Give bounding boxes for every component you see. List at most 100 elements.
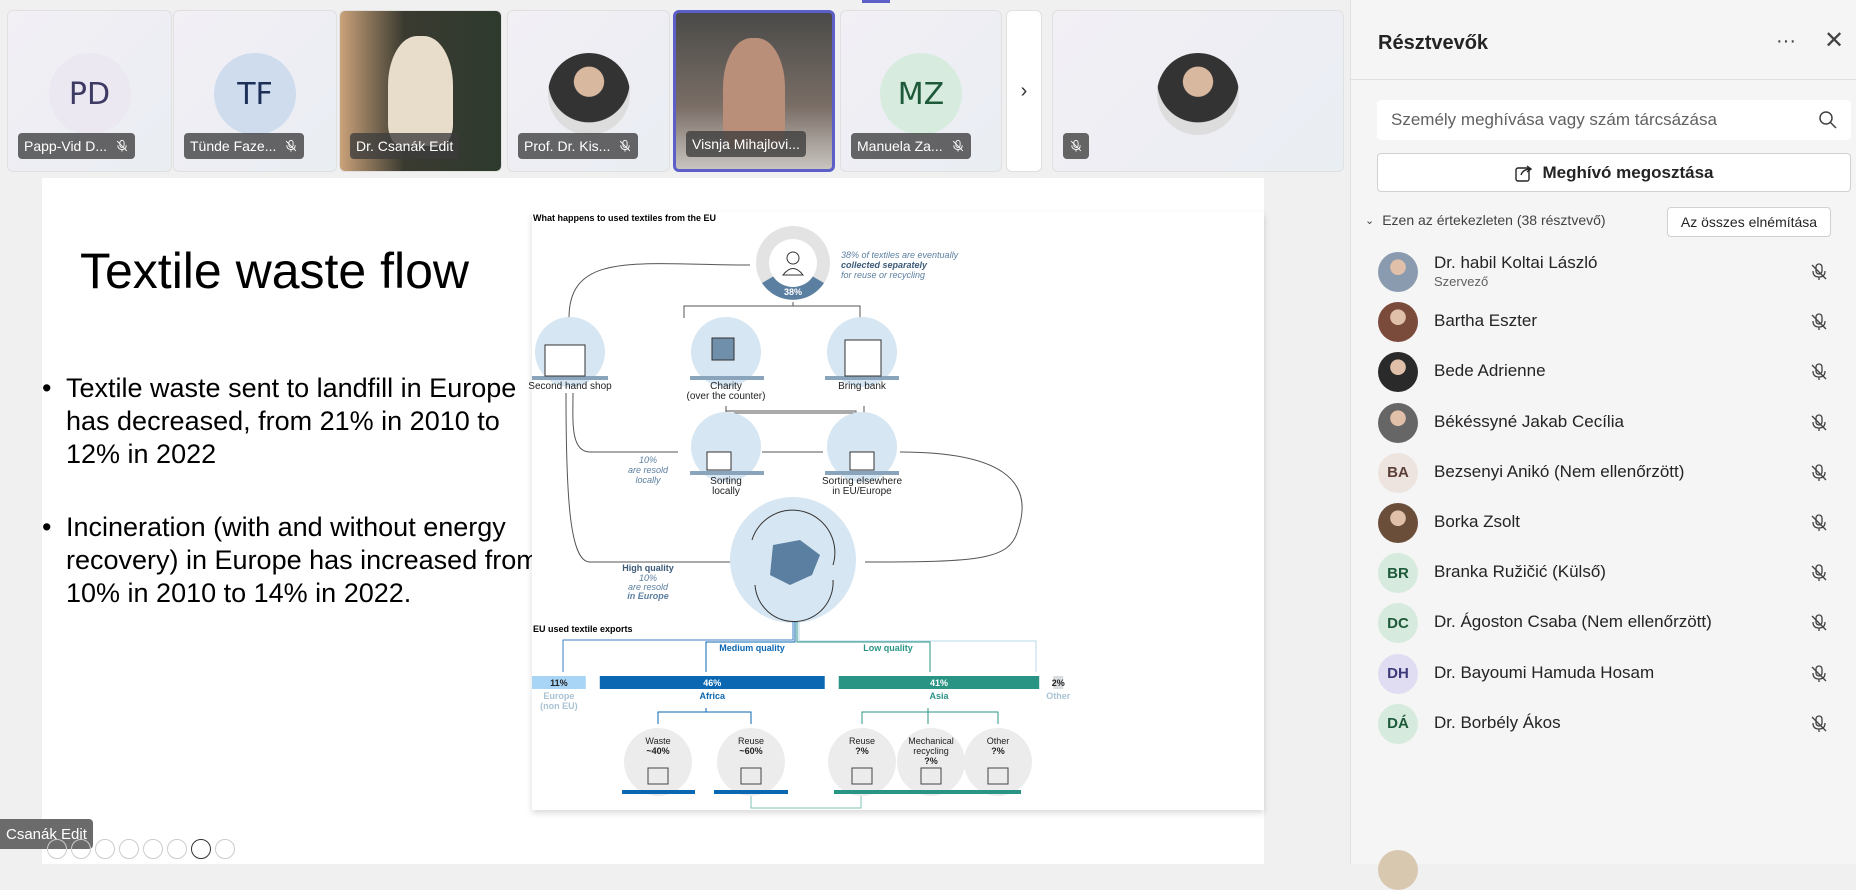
- active-tab-indicator: [862, 0, 890, 3]
- tile-name: Dr. Csanák Edit: [356, 138, 454, 154]
- avatar: BR: [1378, 553, 1418, 594]
- mute-all-button[interactable]: Az összes elnémítása: [1667, 207, 1831, 237]
- divider: [1351, 79, 1856, 80]
- mic-off-icon[interactable]: [1809, 563, 1829, 583]
- participant-name: Dr. Borbély Ákos: [1434, 712, 1561, 732]
- mic-off-icon: [1811, 664, 1827, 682]
- participant-row[interactable]: DÁ Dr. Borbély Ákos: [1351, 699, 1856, 749]
- pointer-icon[interactable]: [71, 839, 91, 859]
- video-tile[interactable]: Dr. Csanák Edit: [339, 10, 502, 172]
- previous-icon[interactable]: [47, 839, 67, 859]
- avatar-photo: [1378, 352, 1418, 393]
- camera-icon[interactable]: [191, 839, 211, 859]
- avatar: DH: [1378, 653, 1418, 694]
- mic-off-icon: [1811, 363, 1827, 381]
- mic-off-icon: [620, 139, 631, 152]
- avatar: BA: [1378, 452, 1418, 493]
- avatar: DC: [1378, 603, 1418, 644]
- participant-row[interactable]: BA Bezsenyi Anikó (Nem ellenőrzött): [1351, 448, 1856, 498]
- video-tile[interactable]: Prof. Dr. Kis...: [507, 10, 670, 172]
- participant-name: Bezsenyi Anikó (Nem ellenőrzött): [1434, 461, 1685, 481]
- video-tile[interactable]: PD Papp-Vid D...: [7, 10, 172, 172]
- video-tile[interactable]: Visnja Mihajlovi...: [673, 10, 835, 172]
- video-tile[interactable]: TF Tünde Faze...: [173, 10, 337, 172]
- avatar: [1378, 850, 1418, 890]
- video-tile[interactable]: MZ Manuela Za...: [840, 10, 1002, 172]
- invite-search-input[interactable]: Személy meghívása vagy szám tárcsázása: [1377, 100, 1851, 140]
- avatar: DÁ: [1378, 703, 1418, 744]
- avatar-photo: [1378, 402, 1418, 443]
- layout-icon[interactable]: [119, 839, 139, 859]
- mic-off-icon: [1811, 614, 1827, 632]
- mic-off-icon: [952, 139, 963, 152]
- mic-off-icon[interactable]: [1809, 664, 1829, 684]
- avatar-photo: [1157, 53, 1239, 135]
- tile-name: Manuela Za...: [857, 138, 943, 154]
- name-badge: Manuela Za...: [851, 133, 971, 159]
- chevron-down-icon: ⌄: [1365, 214, 1375, 227]
- name-badge: Papp-Vid D...: [18, 133, 136, 159]
- search-placeholder: Személy meghívása vagy szám tárcsázása: [1391, 110, 1717, 129]
- participant-row[interactable]: DC Dr. Ágoston Csaba (Nem ellenőrzött): [1351, 598, 1856, 648]
- avatar: TF: [214, 53, 296, 135]
- chevron-right-icon[interactable]: ›: [1006, 10, 1042, 172]
- participant-row[interactable]: Bartha Eszter: [1351, 297, 1856, 347]
- participant-video: [388, 36, 453, 146]
- mic-off-icon: [1811, 715, 1827, 732]
- mic-off-icon[interactable]: [1809, 714, 1829, 734]
- participant-name: Békéssyné Jakab Cecília: [1434, 411, 1624, 431]
- avatar-photo: [1378, 252, 1418, 292]
- participant-row[interactable]: Borka Zsolt: [1351, 498, 1856, 548]
- meeting-section-toggle[interactable]: ⌄Ezen az értekezleten (38 résztvevő): [1365, 212, 1606, 228]
- mic-off-icon[interactable]: [1809, 613, 1829, 633]
- avatar: PD: [48, 53, 131, 135]
- tile-name: Prof. Dr. Kis...: [524, 138, 611, 154]
- share-invite-button[interactable]: Meghívó megosztása: [1377, 153, 1851, 192]
- tile-name: Visnja Mihajlovi...: [692, 136, 800, 152]
- mic-off-icon[interactable]: [1809, 262, 1829, 282]
- participant-video: [722, 38, 786, 148]
- tile-name: Papp-Vid D...: [24, 138, 108, 154]
- mic-off-icon[interactable]: [1809, 413, 1829, 433]
- participant-name: Bartha Eszter: [1434, 311, 1537, 331]
- mic-off-icon[interactable]: [1809, 362, 1829, 382]
- avatar-photo: [547, 53, 630, 135]
- name-badge: Visnja Mihajlovi...: [686, 131, 806, 157]
- participants-panel: Résztvevők ··· ✕ Személy meghívása vagy …: [1350, 0, 1856, 890]
- close-icon[interactable]: ✕: [1824, 27, 1845, 54]
- bullet: Incineration (with and without energy re…: [42, 511, 542, 610]
- more-options-icon[interactable]: ···: [1776, 30, 1796, 52]
- avatar-photo: [1378, 302, 1418, 343]
- bullet: Textile waste sent to landfill in Europe…: [42, 372, 542, 471]
- more-icon[interactable]: [215, 839, 235, 859]
- mic-off-icon: [116, 139, 128, 152]
- participant-name: Dr. Ágoston Csaba (Nem ellenőrzött): [1434, 612, 1712, 632]
- avatar: MZ: [880, 53, 962, 135]
- participant-row[interactable]: Békéssyné Jakab Cecília: [1351, 398, 1856, 448]
- participant-name: Bede Adrienne: [1434, 361, 1546, 381]
- mic-off-icon[interactable]: [1809, 312, 1829, 332]
- subtitles-icon[interactable]: [167, 839, 187, 859]
- avatar-photo: [1378, 503, 1418, 543]
- mic-off-icon: [1811, 413, 1827, 431]
- participant-role: Szervező: [1434, 274, 1489, 289]
- mic-off-icon[interactable]: [1809, 463, 1829, 483]
- mic-off-icon: [1811, 313, 1827, 331]
- participant-name: Dr. habil Koltai László: [1434, 253, 1598, 272]
- pen-icon[interactable]: [95, 839, 115, 859]
- participant-row[interactable]: Bede Adrienne: [1351, 347, 1856, 397]
- mic-off-icon: [1811, 464, 1827, 481]
- mic-off-icon[interactable]: [1809, 513, 1829, 533]
- zoom-icon[interactable]: [143, 839, 163, 859]
- slide-title: Textile waste flow: [80, 243, 470, 299]
- name-badge: Tünde Faze...: [184, 133, 305, 159]
- video-tile[interactable]: [1052, 10, 1344, 172]
- search-icon[interactable]: [1819, 111, 1837, 129]
- tile-name: Tünde Faze...: [190, 138, 277, 154]
- share-label: Meghívó megosztása: [1542, 162, 1714, 182]
- slide-bullets: Textile waste sent to landfill in Europe…: [42, 372, 542, 650]
- name-badge: [1063, 133, 1089, 159]
